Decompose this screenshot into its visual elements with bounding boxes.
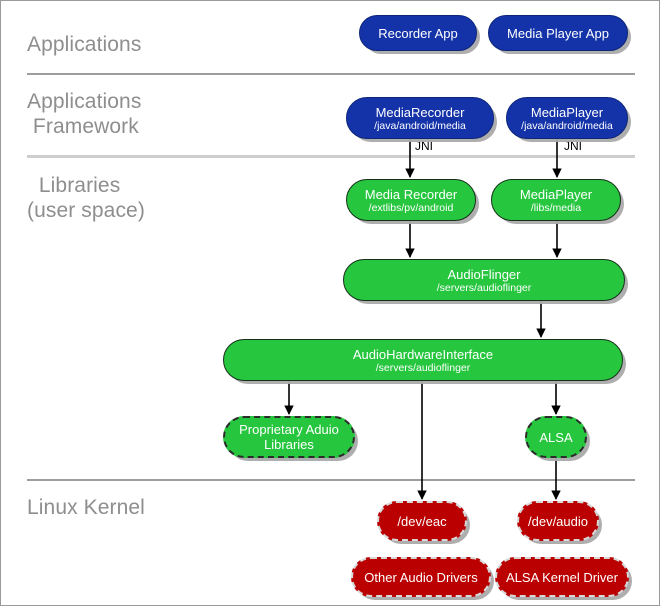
node-subtitle: /servers/audioflinger [375, 361, 471, 374]
node-proprietary-audio-libraries[interactable]: Proprietary Aduio Libraries [223, 416, 355, 458]
node-subtitle: /extlibs/pv/android [368, 201, 454, 214]
node-audiohardwareinterface[interactable]: AudioHardwareInterface /servers/audiofli… [223, 339, 623, 381]
node-title: MediaRecorder [375, 104, 465, 120]
node-title: /dev/eac [397, 513, 447, 529]
separator-applications [27, 73, 635, 75]
node-dev-audio[interactable]: /dev/audio [517, 501, 599, 541]
node-subtitle: /libs/media [530, 201, 582, 214]
node-title: /dev/audio [528, 513, 588, 529]
node-subtitle: /java/android/media [374, 119, 466, 132]
node-title: ALSA Kernel Driver [506, 569, 618, 585]
node-title: AudioFlinger [447, 266, 521, 282]
separator-applications-framework [27, 155, 635, 158]
node-title: Recorder App [378, 25, 458, 41]
layer-label-applications-framework: Applications Framework [27, 90, 142, 138]
layer-label-linux-kernel: Linux Kernel [27, 496, 145, 519]
node-audioflinger[interactable]: AudioFlinger /servers/audioflinger [343, 259, 625, 301]
node-mediaplayer-framework[interactable]: MediaPlayer /java/android/media [506, 97, 628, 139]
node-alsa[interactable]: ALSA [525, 416, 587, 458]
separator-libraries [27, 479, 635, 481]
node-title: Media Player App [507, 25, 609, 41]
node-subtitle: /java/android/media [521, 119, 613, 132]
edge-label-jni-player: JNI [564, 139, 582, 153]
node-subtitle: Libraries [264, 437, 314, 452]
layer-label-applications: Applications [27, 33, 142, 56]
node-dev-eac[interactable]: /dev/eac [377, 501, 467, 541]
node-recorder-app[interactable]: Recorder App [359, 15, 477, 51]
node-title: AudioHardwareInterface [352, 346, 494, 362]
layer-label-libraries: Libraries (user space) [27, 174, 145, 222]
node-alsa-kernel-driver[interactable]: ALSA Kernel Driver [495, 557, 629, 597]
node-title: Proprietary Aduio [239, 422, 339, 437]
node-other-audio-drivers[interactable]: Other Audio Drivers [351, 557, 491, 597]
node-title: Other Audio Drivers [364, 569, 478, 585]
node-subtitle: /servers/audioflinger [436, 281, 532, 294]
node-media-recorder-lib[interactable]: Media Recorder /extlibs/pv/android [346, 179, 476, 221]
node-mediarecorder-framework[interactable]: MediaRecorder /java/android/media [346, 97, 494, 139]
edge-label-jni-recorder: JNI [415, 139, 433, 153]
node-mediaplayer-lib[interactable]: MediaPlayer /libs/media [491, 179, 621, 221]
node-title: MediaPlayer [530, 104, 604, 120]
node-title: ALSA [539, 429, 573, 445]
node-media-player-app[interactable]: Media Player App [488, 15, 628, 51]
node-title: MediaPlayer [519, 186, 593, 202]
node-title: Media Recorder [364, 186, 458, 202]
